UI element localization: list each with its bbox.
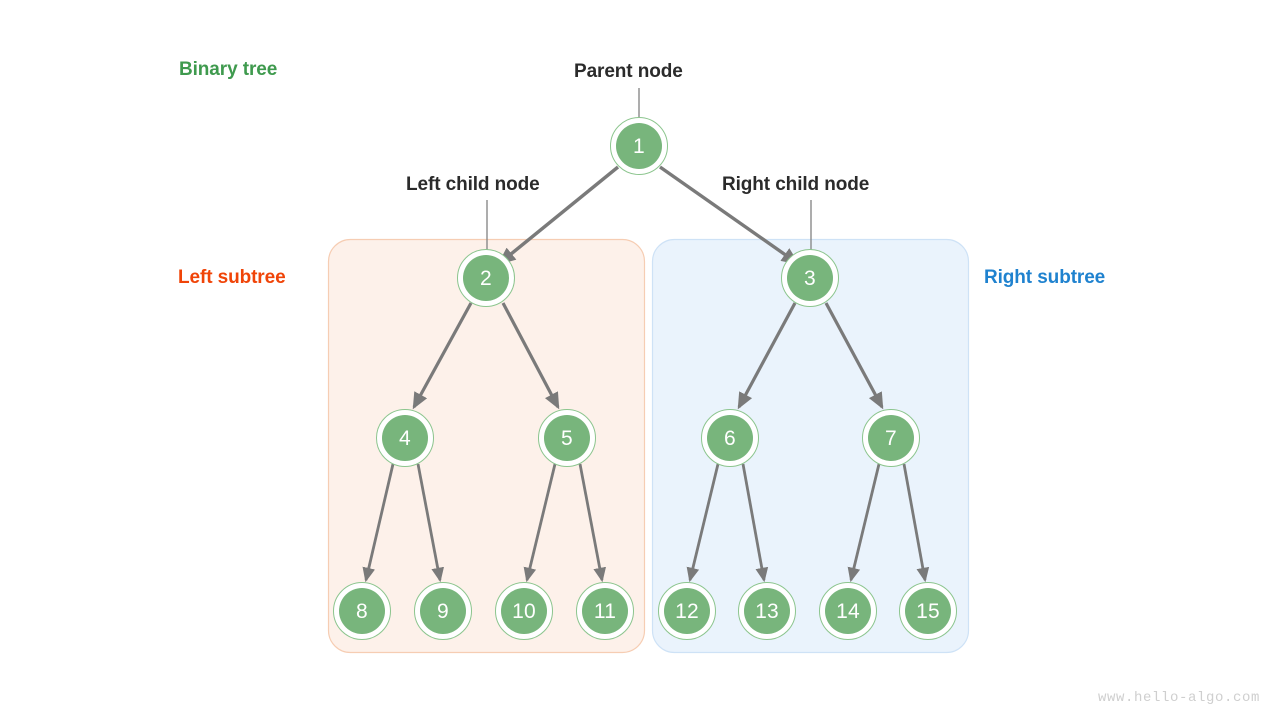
node-disc: 11 — [582, 588, 628, 634]
edge-4-8 — [362, 463, 395, 583]
node-value: 10 — [512, 599, 536, 623]
tree-node-7[interactable]: 7 — [862, 409, 920, 467]
node-disc: 7 — [868, 415, 914, 461]
edge-5-11 — [578, 463, 607, 583]
edge-3-6 — [737, 302, 797, 410]
tree-node-1[interactable]: 1 — [610, 117, 668, 175]
edge-7-14 — [847, 463, 881, 583]
edge-2-5 — [501, 302, 560, 410]
edge-1-3 — [659, 165, 800, 265]
node-disc: 8 — [339, 588, 385, 634]
node-value: 7 — [885, 426, 897, 450]
node-disc: 5 — [544, 415, 590, 461]
tree-node-10[interactable]: 10 — [495, 582, 553, 640]
node-value: 3 — [804, 266, 816, 290]
node-disc: 10 — [501, 588, 547, 634]
label-right-subtree: Right subtree — [984, 267, 1106, 288]
node-value: 8 — [356, 599, 368, 623]
node-value: 4 — [399, 426, 411, 450]
edge-7-15 — [902, 463, 930, 583]
node-disc: 12 — [664, 588, 710, 634]
tree-node-3[interactable]: 3 — [781, 249, 839, 307]
node-value: 13 — [755, 599, 779, 623]
edge-5-10 — [523, 463, 557, 583]
node-value: 5 — [561, 426, 573, 450]
node-value: 9 — [437, 599, 449, 623]
node-value: 2 — [480, 266, 492, 290]
label-left-child-node: Left child node — [406, 174, 540, 195]
tree-node-6[interactable]: 6 — [701, 409, 759, 467]
node-disc: 6 — [707, 415, 753, 461]
node-value: 12 — [675, 599, 699, 623]
edge-6-12 — [686, 463, 720, 583]
tree-node-13[interactable]: 13 — [738, 582, 796, 640]
tree-node-15[interactable]: 15 — [899, 582, 957, 640]
edge-3-7 — [824, 302, 884, 410]
node-value: 6 — [724, 426, 736, 450]
tree-node-5[interactable]: 5 — [538, 409, 596, 467]
diagram-title: Binary tree — [179, 59, 278, 80]
tree-node-11[interactable]: 11 — [576, 582, 634, 640]
node-disc: 4 — [382, 415, 428, 461]
node-disc: 15 — [905, 588, 951, 634]
tree-node-9[interactable]: 9 — [414, 582, 472, 640]
node-value: 1 — [633, 134, 645, 158]
edge-6-13 — [741, 463, 769, 583]
node-value: 15 — [916, 599, 940, 623]
node-value: 11 — [593, 599, 617, 623]
node-disc: 14 — [825, 588, 871, 634]
tree-node-12[interactable]: 12 — [658, 582, 716, 640]
edge-4-9 — [416, 463, 445, 583]
node-value: 14 — [836, 599, 860, 623]
watermark: www.hello-algo.com — [1097, 690, 1260, 706]
node-disc: 9 — [420, 588, 466, 634]
label-left-subtree: Left subtree — [178, 267, 286, 288]
tree-node-4[interactable]: 4 — [376, 409, 434, 467]
tree-node-14[interactable]: 14 — [819, 582, 877, 640]
node-disc: 1 — [616, 123, 662, 169]
label-right-child-node: Right child node — [722, 174, 870, 195]
node-disc: 13 — [744, 588, 790, 634]
edge-2-4 — [412, 302, 473, 410]
edge-1-2 — [497, 165, 620, 265]
label-parent-node: Parent node — [574, 61, 683, 82]
tree-node-8[interactable]: 8 — [333, 582, 391, 640]
